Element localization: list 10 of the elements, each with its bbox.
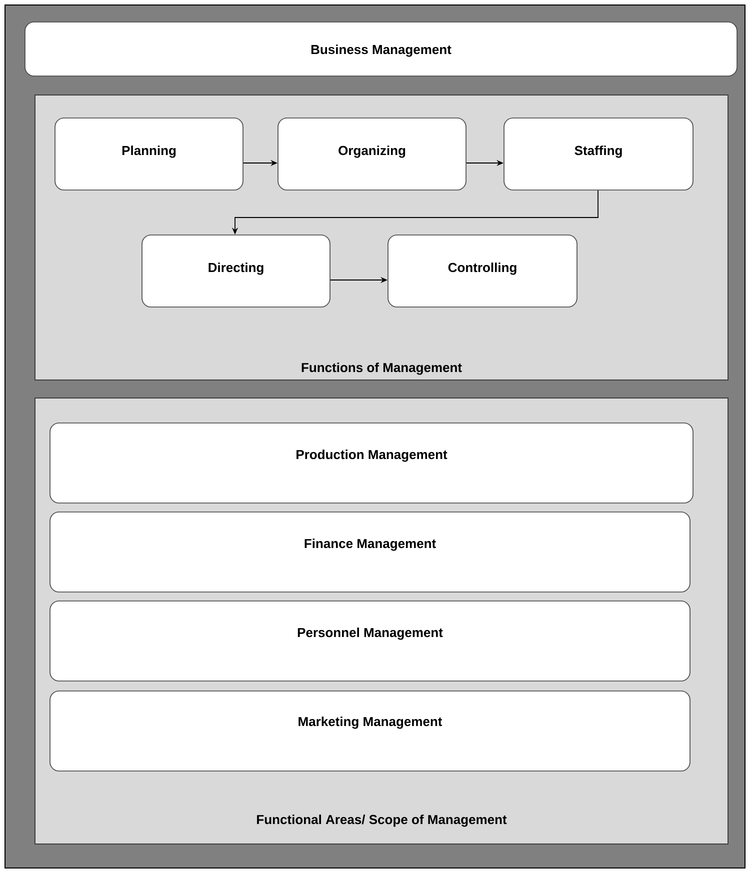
process-box: Personnel Management	[50, 600, 690, 682]
process-box: Marketing Management	[50, 690, 690, 772]
process-box: Directing	[142, 234, 330, 308]
process-box: Production Management	[50, 422, 694, 504]
title-box: Business Management	[24, 22, 738, 76]
process-box: Controlling	[388, 234, 578, 308]
process-box: Staffing	[504, 118, 694, 190]
process-box: Finance Management	[50, 512, 690, 592]
process-box: Planning	[54, 118, 244, 190]
process-box: Organizing	[278, 118, 466, 190]
